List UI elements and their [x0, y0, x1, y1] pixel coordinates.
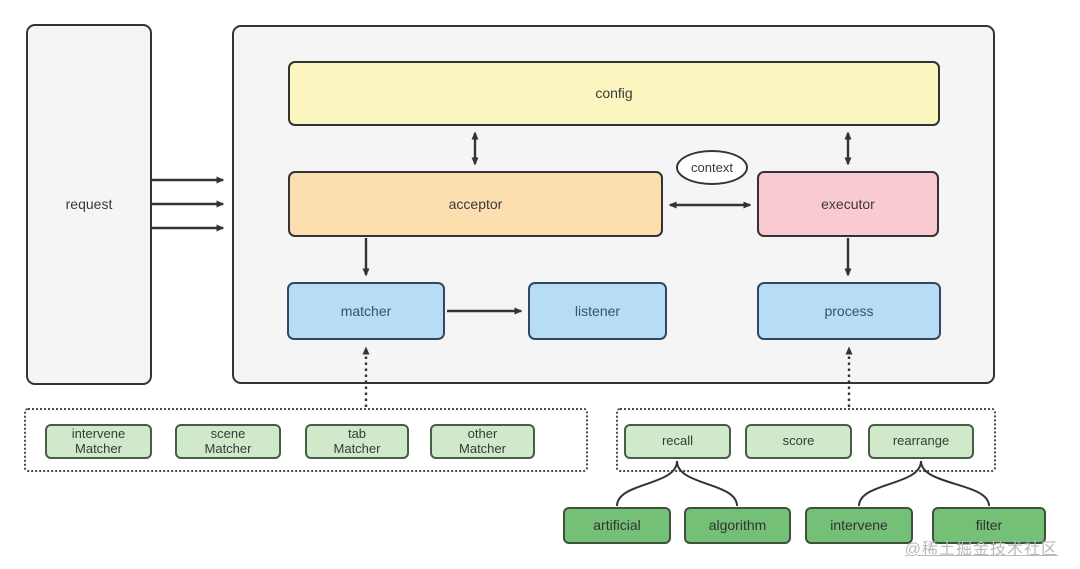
matcher-item-label-line2: Matcher	[75, 440, 122, 456]
matcher-item-label-line1: other	[467, 425, 498, 441]
process-label: process	[824, 302, 874, 319]
matcher-item-label-line1: intervene	[71, 425, 126, 441]
acceptor-node: acceptor	[288, 171, 663, 237]
stage-label: score	[782, 433, 815, 449]
stage-recall: recall	[624, 424, 731, 459]
process-stage-group-box	[616, 408, 996, 472]
matcher-label: matcher	[340, 302, 392, 319]
stage-label: rearrange	[892, 433, 950, 449]
context-ellipse: context	[676, 150, 748, 185]
matcher-item-tab: tab Matcher	[305, 424, 409, 459]
matcher-item-label-line2: Matcher	[204, 440, 252, 456]
executor-node: executor	[757, 171, 939, 237]
leaf-label: filter	[975, 517, 1003, 534]
matcher-item-scene: scene Matcher	[175, 424, 281, 459]
config-label: config	[595, 85, 633, 102]
request-label: request	[65, 196, 113, 213]
context-label: context	[691, 160, 733, 175]
matcher-item-label-line1: scene	[210, 425, 246, 441]
leaf-label: algorithm	[708, 517, 767, 534]
matcher-group-box	[24, 408, 588, 472]
leaf-label: intervene	[830, 517, 888, 534]
leaf-algorithm: algorithm	[684, 507, 791, 544]
request-node: request	[26, 24, 152, 385]
matcher-item-intervene: intervene Matcher	[45, 424, 152, 459]
listener-label: listener	[574, 302, 621, 319]
leaf-intervene: intervene	[805, 507, 913, 544]
config-node: config	[288, 61, 940, 126]
stage-label: recall	[661, 433, 694, 449]
acceptor-label: acceptor	[448, 195, 503, 212]
process-node: process	[757, 282, 941, 340]
stage-score: score	[745, 424, 852, 459]
executor-label: executor	[821, 195, 875, 212]
listener-node: listener	[528, 282, 667, 340]
matcher-item-label-line1: tab	[347, 425, 367, 441]
matcher-item-label-line2: Matcher	[459, 440, 506, 456]
stage-rearrange: rearrange	[868, 424, 974, 459]
leaf-filter: filter	[932, 507, 1046, 544]
watermark: @稀土掘金技术社区	[904, 541, 1058, 558]
matcher-node: matcher	[287, 282, 445, 340]
matcher-item-label-line2: Matcher	[333, 440, 381, 456]
leaf-artificial: artificial	[563, 507, 671, 544]
leaf-label: artificial	[593, 517, 641, 534]
matcher-item-other: other Matcher	[430, 424, 535, 459]
